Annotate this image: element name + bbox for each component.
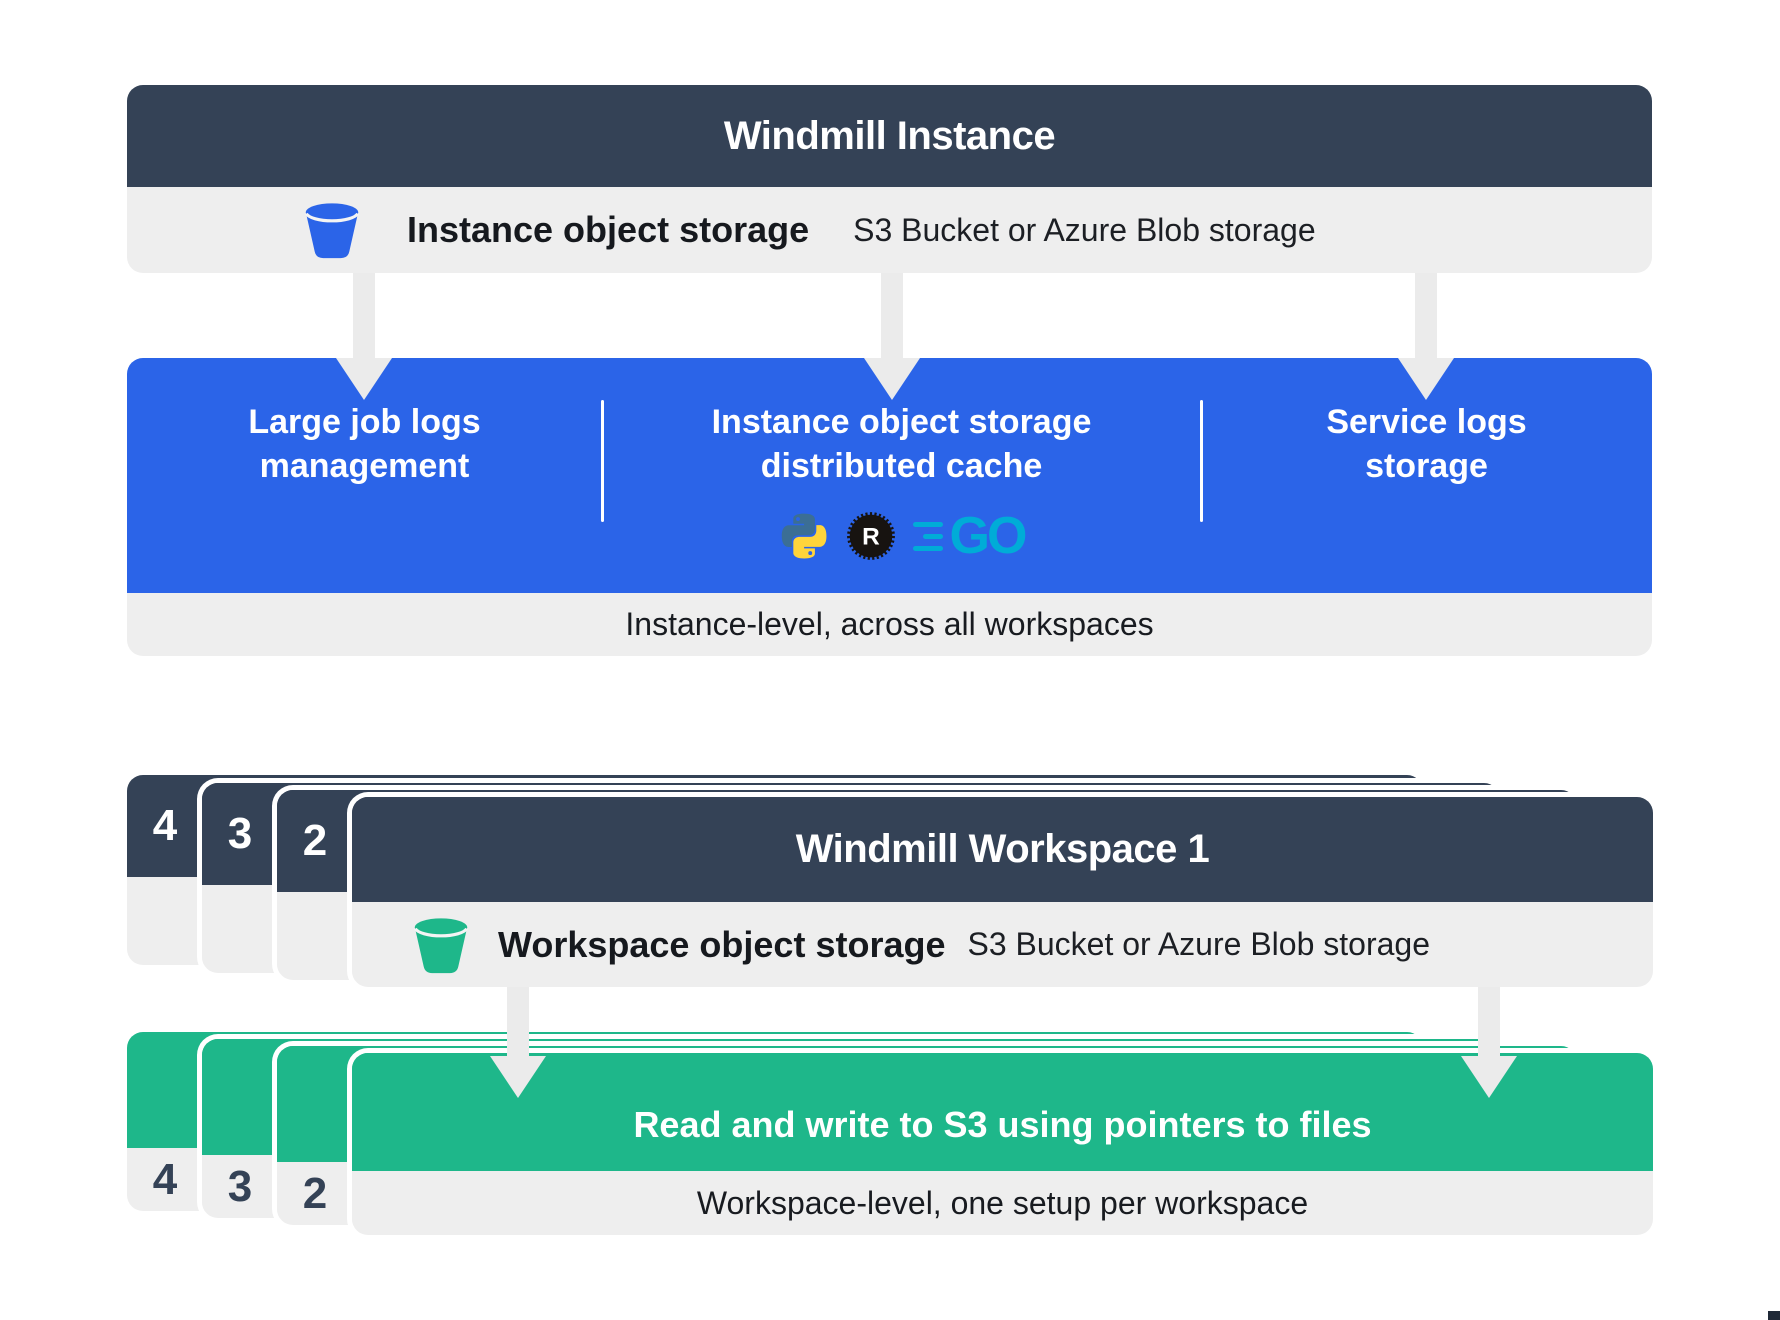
rust-gear-logo: R <box>846 512 895 560</box>
feature-distributed-cache: Instance object storage distributed cach… <box>602 400 1201 562</box>
workspace-card: Windmill Workspace 1 Workspace object st… <box>352 797 1653 987</box>
down-arrow-shaft <box>881 273 903 358</box>
feature-title-line: Instance object storage <box>711 403 1092 441</box>
action-title: Read and write to S3 using pointers to f… <box>633 1104 1372 1145</box>
go-logo-text: GO <box>949 507 1028 565</box>
workspace-header: Windmill Workspace 1 <box>352 797 1653 902</box>
down-arrow-head <box>1398 358 1454 400</box>
feature-service-logs: Service logs storage <box>1201 400 1652 488</box>
instance-features-panel: Large job logs management Instance objec… <box>127 358 1652 593</box>
bucket-icon <box>413 917 469 973</box>
feature-title-line: Service logs <box>1326 403 1527 441</box>
down-arrow-shaft <box>353 273 375 358</box>
workspace-storage-detail: S3 Bucket or Azure Blob storage <box>967 926 1430 962</box>
stack-label: 4 <box>152 1155 178 1204</box>
stack-label: 4 <box>152 801 178 850</box>
feature-large-job-logs: Large job logs management <box>127 400 602 488</box>
column-divider <box>601 400 604 522</box>
stack-label: 3 <box>227 1162 253 1211</box>
corner-artifact <box>1768 1311 1780 1320</box>
stack-label: 3 <box>227 809 253 858</box>
instance-scope-text: Instance-level, across all workspaces <box>625 606 1154 642</box>
instance-features-card: Large job logs management Instance objec… <box>127 358 1652 656</box>
down-arrow-head <box>336 358 392 400</box>
down-arrow-head <box>1461 1056 1517 1098</box>
feature-title-line: storage <box>1365 447 1488 485</box>
go-logo: GO <box>912 507 1028 565</box>
instance-storage-row: Instance object storage S3 Bucket or Azu… <box>127 187 1652 273</box>
down-arrow-head <box>490 1056 546 1098</box>
instance-card: Windmill Instance Instance object storag… <box>127 85 1652 273</box>
down-arrow-head <box>864 358 920 400</box>
stack-label: 2 <box>302 1169 328 1218</box>
action-panel: Read and write to S3 using pointers to f… <box>352 1053 1653 1171</box>
down-arrow-shaft <box>1415 273 1437 358</box>
python-logo <box>781 513 827 559</box>
instance-header: Windmill Instance <box>127 85 1652 187</box>
workspace-storage-label: Workspace object storage <box>498 923 946 965</box>
workspace-scope-footer: Workspace-level, one setup per workspace <box>352 1171 1653 1235</box>
feature-title-line: Large job logs <box>248 403 481 441</box>
down-arrow-shaft <box>1478 987 1500 1057</box>
column-divider <box>1200 400 1203 522</box>
go-speed-lines <box>912 521 943 551</box>
runtime-logos-row: R GO <box>779 507 1028 565</box>
feature-title-line: management <box>259 447 470 485</box>
svg-text:R: R <box>862 523 880 550</box>
instance-title: Windmill Instance <box>723 113 1056 158</box>
stack-label: 2 <box>302 816 328 865</box>
workspace-scope-text: Workspace-level, one setup per workspace <box>696 1184 1309 1221</box>
workspace-action-card: Read and write to S3 using pointers to f… <box>352 1053 1653 1235</box>
down-arrow-shaft <box>507 987 529 1057</box>
workspace-title: Windmill Workspace 1 <box>795 827 1210 871</box>
instance-storage-detail: S3 Bucket or Azure Blob storage <box>853 211 1316 248</box>
instance-scope-footer: Instance-level, across all workspaces <box>127 593 1652 656</box>
feature-title-line: distributed cache <box>760 447 1043 485</box>
bucket-icon <box>304 203 360 259</box>
workspace-storage-row: Workspace object storage S3 Bucket or Az… <box>352 902 1653 987</box>
instance-storage-label: Instance object storage <box>407 209 810 250</box>
